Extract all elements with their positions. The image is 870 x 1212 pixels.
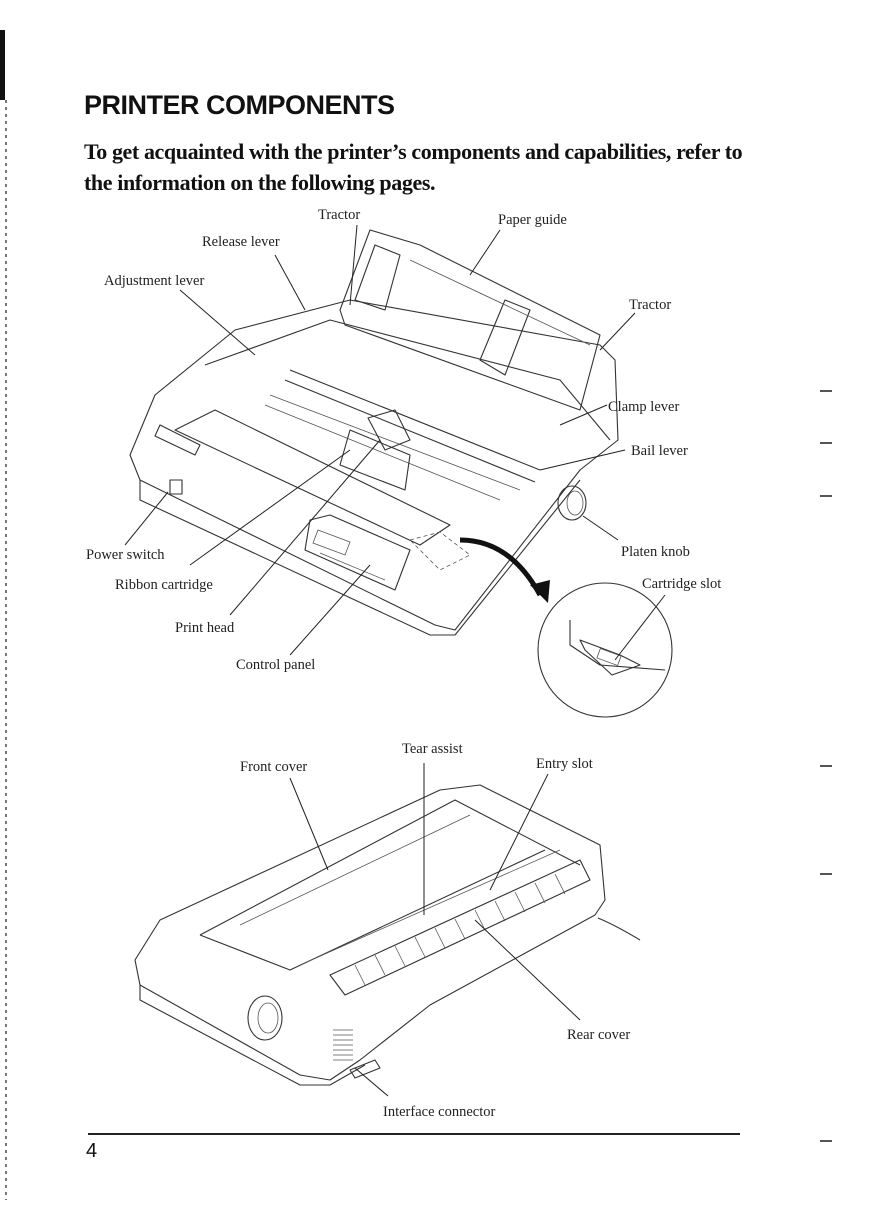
binding-edge bbox=[0, 30, 7, 1200]
labels-top: Tractor Paper guide Release lever Adjust… bbox=[86, 207, 721, 673]
label-tractor-right: Tractor bbox=[629, 297, 671, 313]
labels-bottom: Tear assist Front cover Entry slot Rear … bbox=[240, 741, 630, 1120]
label-adjustment-lever: Adjustment lever bbox=[104, 273, 204, 289]
printer-body-bottom-drawing bbox=[134, 784, 641, 1086]
printer-body-top-drawing bbox=[129, 229, 673, 718]
label-ribbon-cartridge: Ribbon cartridge bbox=[115, 577, 213, 593]
label-rear-cover: Rear cover bbox=[567, 1027, 630, 1043]
intro-paragraph: To get acquainted with the printer’s com… bbox=[84, 139, 743, 195]
label-print-head: Print head bbox=[175, 620, 235, 636]
margin-mark bbox=[820, 1140, 832, 1142]
label-paper-guide: Paper guide bbox=[498, 212, 567, 228]
label-clamp-lever: Clamp lever bbox=[608, 399, 679, 415]
margin-mark bbox=[820, 442, 832, 444]
page-title: PRINTER COMPONENTS bbox=[84, 90, 395, 120]
leader-lines-bottom bbox=[289, 763, 581, 1097]
label-platen-knob: Platen knob bbox=[621, 544, 690, 560]
leader-lines-top bbox=[124, 224, 666, 661]
label-tear-assist: Tear assist bbox=[402, 741, 463, 757]
margin-mark bbox=[820, 765, 832, 767]
label-tractor-left: Tractor bbox=[318, 207, 360, 223]
page-number: 4 bbox=[86, 1140, 98, 1162]
label-release-lever: Release lever bbox=[202, 234, 280, 250]
label-entry-slot: Entry slot bbox=[536, 756, 593, 772]
margin-mark bbox=[820, 495, 832, 497]
label-power-switch: Power switch bbox=[86, 547, 165, 563]
margin-mark bbox=[820, 873, 832, 875]
margin-mark bbox=[820, 390, 832, 392]
label-bail-lever: Bail lever bbox=[631, 443, 688, 459]
footer-rule bbox=[88, 1133, 740, 1135]
label-front-cover: Front cover bbox=[240, 759, 307, 775]
label-cartridge-slot: Cartridge slot bbox=[642, 576, 721, 592]
label-control-panel: Control panel bbox=[236, 657, 315, 673]
label-interface-connector: Interface connector bbox=[383, 1104, 495, 1120]
